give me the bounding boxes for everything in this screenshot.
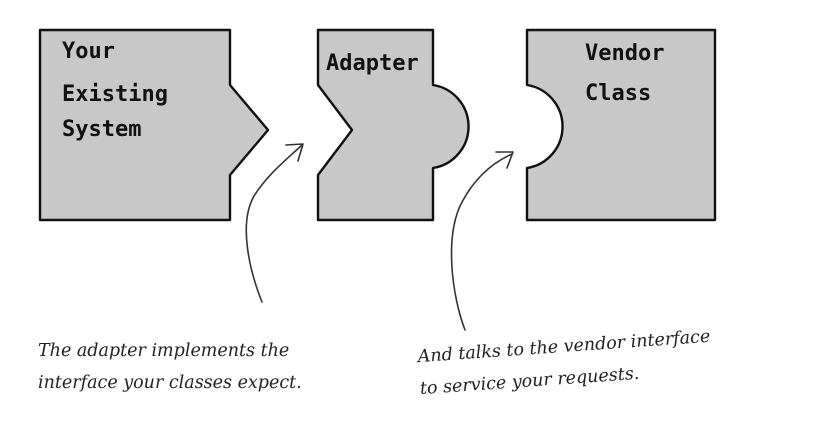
existing-system-line-3: System bbox=[62, 117, 141, 142]
left-annotation-line-1: The adapter implements the bbox=[38, 341, 289, 361]
adapter-line-1: Adapter bbox=[326, 51, 419, 76]
adapter-piece: Adapter bbox=[316, 28, 470, 222]
vendor-class-line-2: Class bbox=[585, 81, 651, 106]
left-annotation: The adapter implements the interface you… bbox=[38, 341, 302, 393]
vendor-class-line-1: Vendor bbox=[585, 41, 664, 66]
right-annotation: And talks to the vendor interface to ser… bbox=[415, 326, 719, 399]
left-arrow bbox=[245, 143, 304, 303]
right-arrow bbox=[450, 151, 514, 331]
right-arrow-shaft bbox=[450, 153, 513, 331]
vendor-class-shape bbox=[525, 28, 717, 222]
right-annotation-line-1: And talks to the vendor interface bbox=[415, 327, 711, 368]
existing-system-line-1: Your bbox=[62, 39, 115, 64]
left-arrow-shaft bbox=[245, 144, 303, 303]
existing-system-piece: Your Existing System bbox=[38, 28, 270, 222]
existing-system-line-2: Existing bbox=[62, 82, 168, 107]
adapter-shape bbox=[316, 28, 470, 222]
right-arrow-head bbox=[495, 151, 514, 169]
vendor-class-label: Vendor Class bbox=[585, 41, 678, 106]
vendor-class-piece: Vendor Class bbox=[525, 28, 717, 222]
existing-system-label: Your Existing System bbox=[62, 39, 181, 142]
adapter-label: Adapter bbox=[326, 51, 419, 76]
left-arrow-head bbox=[285, 143, 304, 162]
left-annotation-line-2: interface your classes expect. bbox=[38, 373, 302, 393]
existing-system-shape bbox=[38, 28, 270, 222]
right-annotation-line-2: to service your requests. bbox=[419, 364, 640, 399]
